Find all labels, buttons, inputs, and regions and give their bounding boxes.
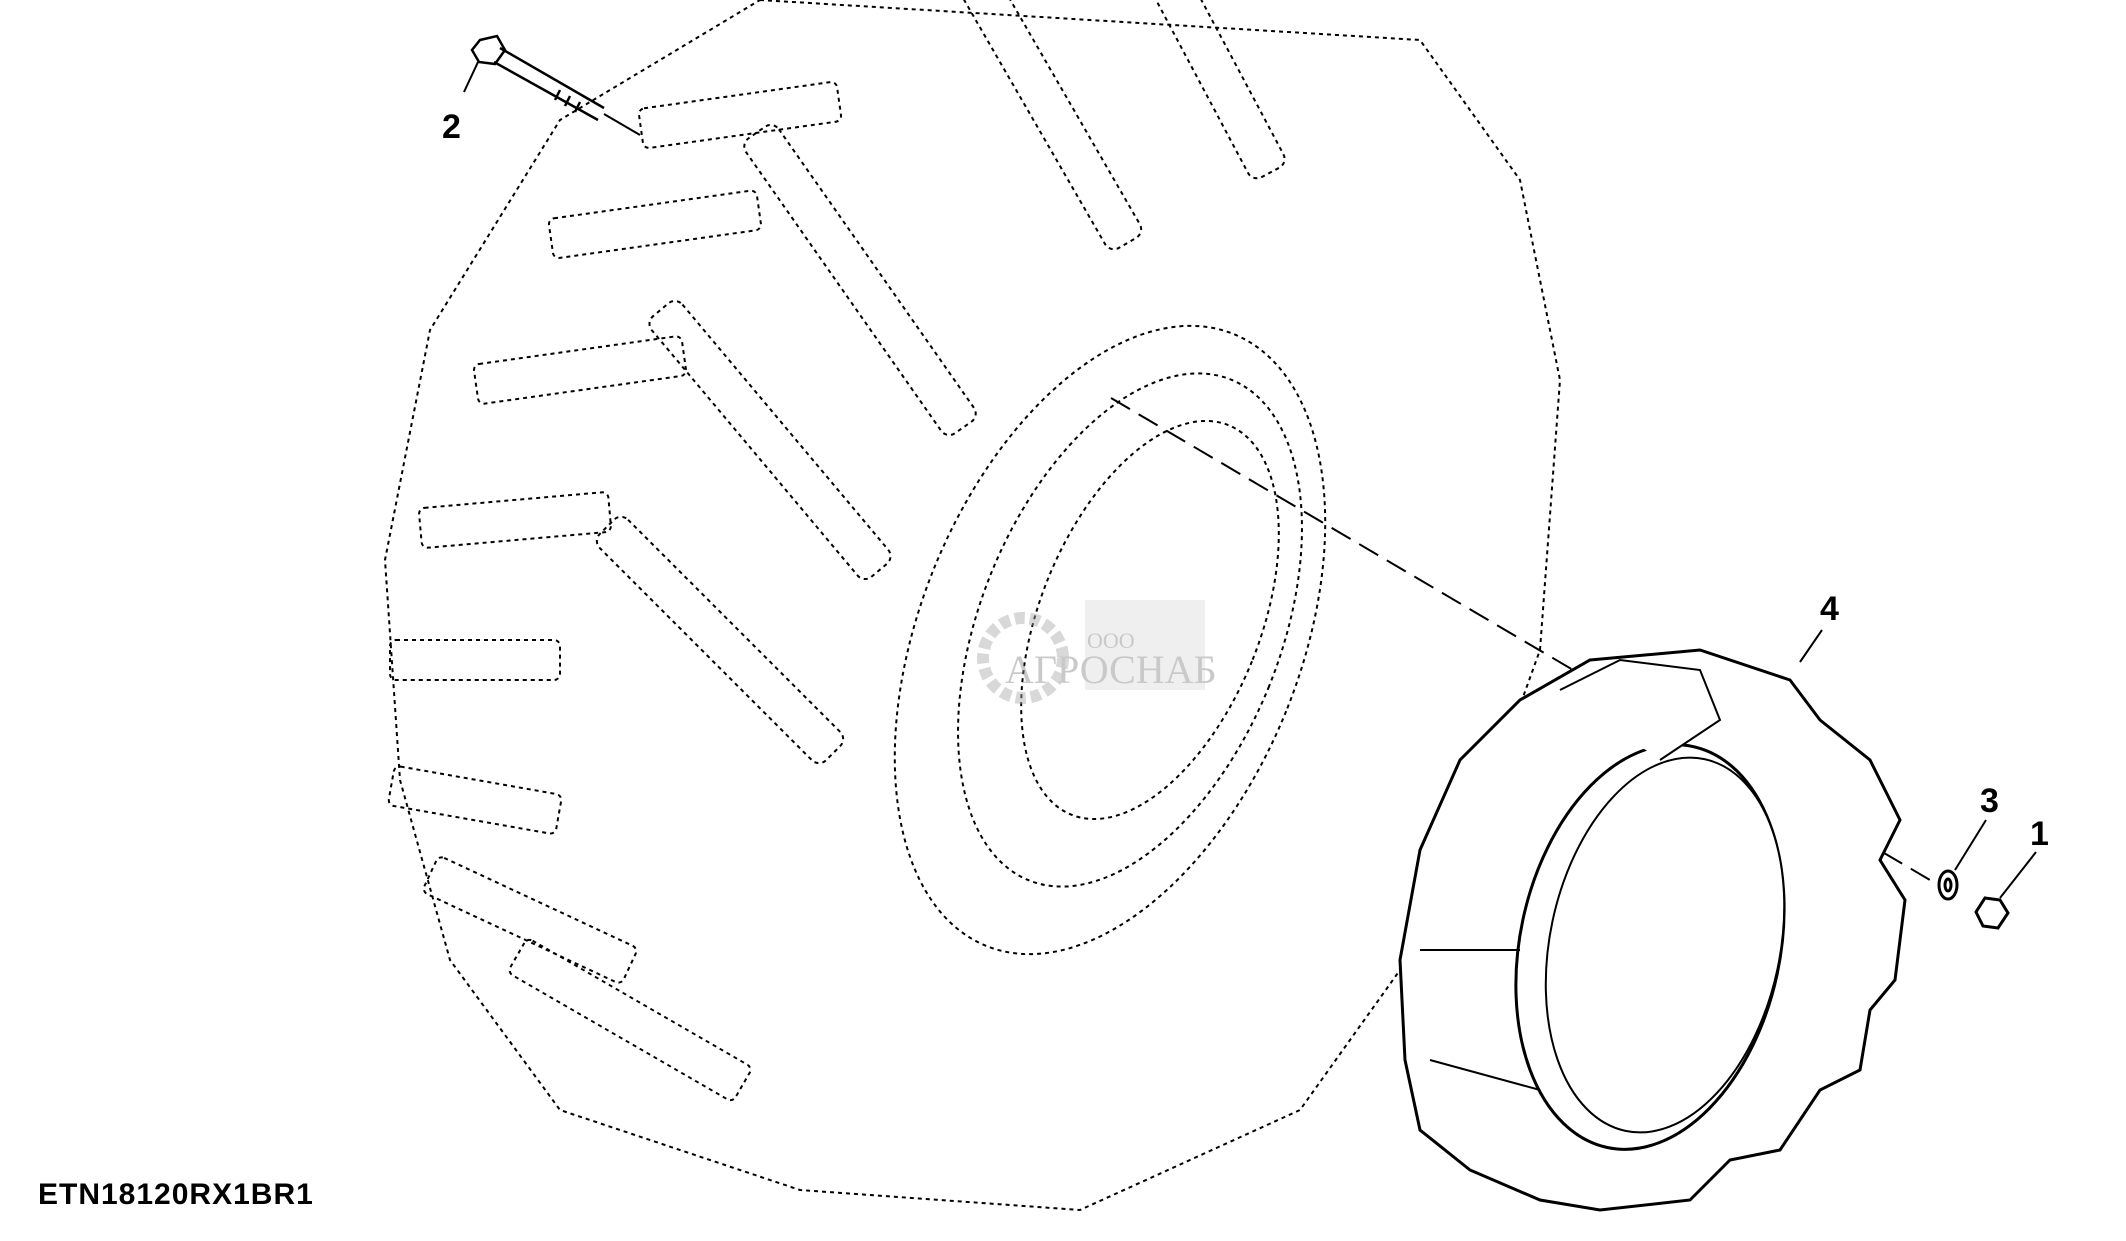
callout-washer: 3 — [1980, 782, 1999, 820]
watermark-name: АГРОСНАБ — [1005, 647, 1217, 692]
tire-lugs — [387, 0, 1286, 1102]
figure-code: ETN18120RX1BR1 — [38, 1178, 314, 1211]
watermark-logo: ООО АГРОСНАБ — [975, 600, 1217, 710]
callout-bolt: 2 — [442, 108, 461, 146]
callout-leaders — [463, 61, 2037, 899]
wheel-hub — [893, 324, 1327, 956]
tire-outline — [383, 0, 1562, 1212]
watermark-prefix: ООО — [1087, 628, 1135, 653]
callout-nut: 1 — [2030, 815, 2049, 853]
bolt — [470, 34, 605, 122]
nut — [1974, 896, 2010, 930]
washer — [1937, 869, 1959, 901]
callout-weight: 4 — [1820, 590, 1839, 628]
wheel-weight — [1398, 648, 1907, 1212]
